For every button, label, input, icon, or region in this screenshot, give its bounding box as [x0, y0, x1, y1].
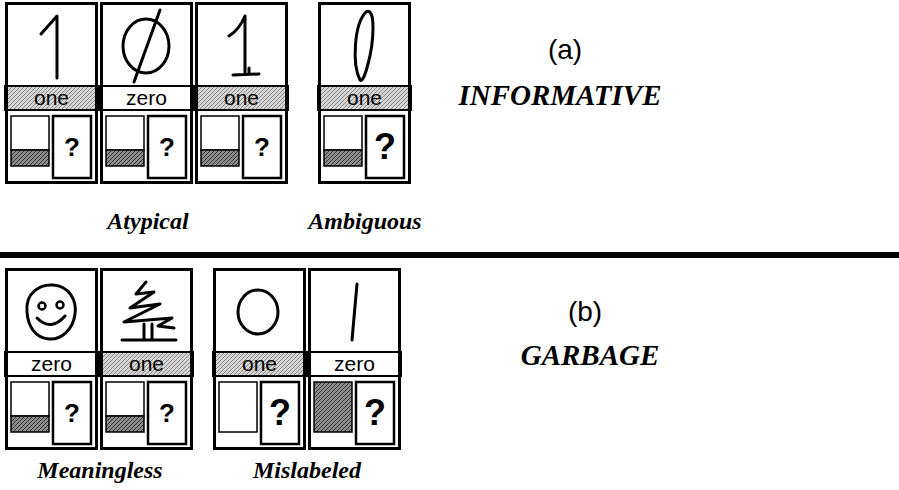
- answer-cells: [106, 382, 186, 444]
- label-band: [100, 86, 193, 110]
- smiley-sketch: [39, 303, 46, 310]
- sample-card: one?: [213, 268, 306, 450]
- card-art: [100, 268, 193, 450]
- card-ground: [195, 2, 288, 184]
- smiley-sketch: [57, 302, 64, 309]
- panel-letter: (a): [548, 35, 582, 66]
- category-heading: INFORMATIVE: [458, 80, 661, 112]
- smiley-sketch: [27, 285, 75, 339]
- card-ground: [308, 268, 401, 450]
- card-art: [195, 2, 288, 184]
- answer-cells: [11, 382, 91, 444]
- digit-sketch: [355, 11, 373, 80]
- answer-cells: [324, 116, 404, 178]
- answer-cells: [219, 382, 299, 444]
- class-label: one: [100, 352, 193, 376]
- query-mark: ?: [356, 382, 394, 444]
- group-caption: Mislabeled: [253, 457, 361, 483]
- query-mark: ?: [53, 382, 91, 444]
- answer-cells: [201, 116, 281, 178]
- query-mark: ?: [261, 382, 299, 444]
- card-art: [308, 268, 401, 450]
- label-band: [195, 86, 288, 110]
- card-ground: [100, 268, 193, 450]
- group-caption: Ambiguous: [308, 208, 421, 234]
- query-mark: ?: [243, 116, 281, 178]
- category-heading: GARBAGE: [521, 340, 660, 372]
- digit-sketch: [238, 290, 278, 334]
- sample-card: one?: [100, 268, 193, 450]
- label-band: [308, 352, 401, 376]
- class-label: zero: [100, 86, 193, 110]
- answer-cells: [11, 116, 91, 178]
- divider-rule: [0, 252, 899, 258]
- query-mark: ?: [148, 116, 186, 178]
- sample-card: one?: [195, 2, 288, 184]
- card-ground: [318, 2, 411, 184]
- card-art: [5, 268, 98, 450]
- sample-card: one?: [318, 2, 411, 184]
- answer-cells: [106, 116, 186, 178]
- label-band: [318, 86, 411, 110]
- class-label: zero: [5, 352, 98, 376]
- sample-card: zero?: [100, 2, 193, 184]
- digit-sketch: [134, 10, 160, 82]
- class-label: one: [213, 352, 306, 376]
- sample-card: zero?: [308, 268, 401, 450]
- digit-sketch: [41, 16, 57, 78]
- label-band: [5, 352, 98, 376]
- card-ground: [5, 268, 98, 450]
- label-band: [5, 86, 98, 110]
- class-label: one: [318, 86, 411, 110]
- digit-sketch: [229, 16, 259, 75]
- label-band: [213, 352, 306, 376]
- sample-card: one?: [5, 2, 98, 184]
- class-label: one: [5, 86, 98, 110]
- tree-sketch: [122, 282, 176, 340]
- query-mark: ?: [366, 116, 404, 178]
- card-art: [213, 268, 306, 450]
- card-ground: [100, 2, 193, 184]
- label-band: [100, 352, 193, 376]
- smiley-sketch: [37, 316, 65, 325]
- card-art: [100, 2, 193, 184]
- class-label: one: [195, 86, 288, 110]
- card-art: [318, 2, 411, 184]
- digit-sketch: [352, 284, 357, 340]
- card-ground: [213, 268, 306, 450]
- card-art: [5, 2, 98, 184]
- query-mark: ?: [53, 116, 91, 178]
- class-label: zero: [308, 352, 401, 376]
- query-mark: ?: [148, 382, 186, 444]
- group-caption: Meaningless: [37, 457, 162, 483]
- sample-card: zero?: [5, 268, 98, 450]
- answer-cells: [314, 382, 394, 444]
- panel-letter: (b): [568, 297, 602, 328]
- card-ground: [5, 2, 98, 184]
- group-caption: Atypical: [107, 208, 188, 234]
